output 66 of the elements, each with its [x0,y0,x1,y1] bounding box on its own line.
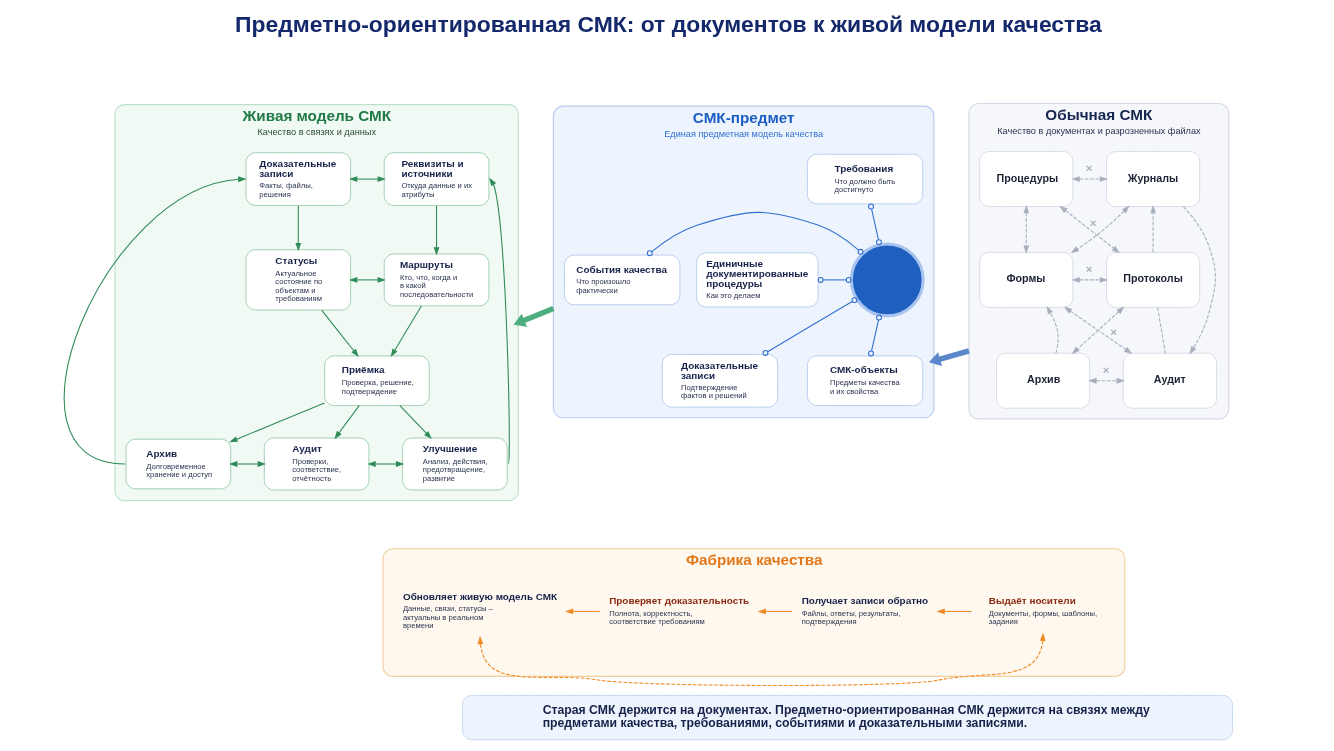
arrow [513,306,555,327]
node-box: Протоколы [1105,251,1201,308]
arrow [477,632,1046,686]
arrow [367,461,405,467]
node-box: Формы [979,251,1074,308]
edge-label: × [1089,217,1097,230]
arrow [1059,205,1120,254]
arrow [1071,306,1125,355]
connector [646,211,864,257]
node-box: Реквизиты и источники Откуда данные и их атрибуты [383,152,490,206]
node-box: Единичные документированные процедуры Как это делаем [696,252,819,308]
arrow [1071,176,1109,182]
arrow [349,277,386,283]
arrow [928,348,970,366]
node-box: Процедуры [979,151,1074,208]
arrow [1023,205,1030,254]
node-box: Архив Долговременное хранение и доступ [125,438,232,490]
arrow [321,309,359,357]
node-box: Улучшение Анализ, действия, предотвращение, развитие [402,437,508,491]
node-text: Получает записи обратно Файлы, ответы, результаты, подтверждения [801,595,929,627]
arrow [399,405,432,440]
node-box: Доказательные записи Факты, файлы, решения [245,152,352,206]
node-box: Доказательные записи Подтверждение фактов и решений [661,353,779,408]
arrow [334,405,360,440]
arrow [349,176,386,182]
connector [817,276,852,283]
arrow [489,177,510,465]
diagram-title: Предметно-ориентированная СМК: от документов к живой модели качества [235,10,1102,37]
arrow [936,608,973,615]
edge-label: × [1102,363,1110,376]
connector [762,297,858,356]
arrow [1071,277,1109,283]
node-box: Маршруты Кто, что, когда и в какой последовательности [383,253,490,307]
arrow [564,608,601,615]
arrow [1063,306,1133,354]
connector [868,314,882,357]
node-box: События качества Что произошло фактически [564,254,681,306]
arrow [295,205,302,252]
node-box: СМК-объекты Предметы качества и их свойства [806,355,924,407]
node-box: Архив [996,352,1091,409]
node-box: Требования Что должно быть достигнуто [806,153,924,205]
edge-label: × [1085,162,1093,175]
arrow [1070,205,1130,254]
node-box: Аудит [1122,352,1217,409]
node-text: Обновляет живую модель СМК Данные, связи, статусы – актуальны в реальном времени [402,590,558,631]
node-box: Статусы Актуальное состояние по объектам и требованиям [245,249,352,311]
edge-label: × [1110,326,1117,339]
node-box: Приёмка Проверка, решение, подтверждение [324,355,430,407]
arrow [757,608,793,615]
node-text: Выдаёт носители Документы, формы, шаблоны, задания [988,595,1098,627]
arrow [433,205,440,256]
arrow [1150,205,1156,253]
connector [868,203,882,246]
connector [1157,307,1166,354]
arrow [63,176,247,465]
arrow [229,402,326,443]
node-text: Проверяет доказательность Полнота, корректность, соответствие требованиям [609,595,750,627]
edge-label: × [1085,263,1093,276]
arrow [1182,206,1216,355]
arrow [390,305,422,358]
arrow [229,461,266,467]
arrow [1046,306,1059,354]
node-box: Старая СМК держится на документах. Предметно-ориентированная СМК держится на связях между предметами качества, требованиями, событиями и доказательными записями. [462,694,1233,741]
node-box: Журналы [1105,151,1201,208]
arrow [1088,377,1125,384]
node-box: Аудит Проверки, соответствие, отчётность [263,437,370,491]
